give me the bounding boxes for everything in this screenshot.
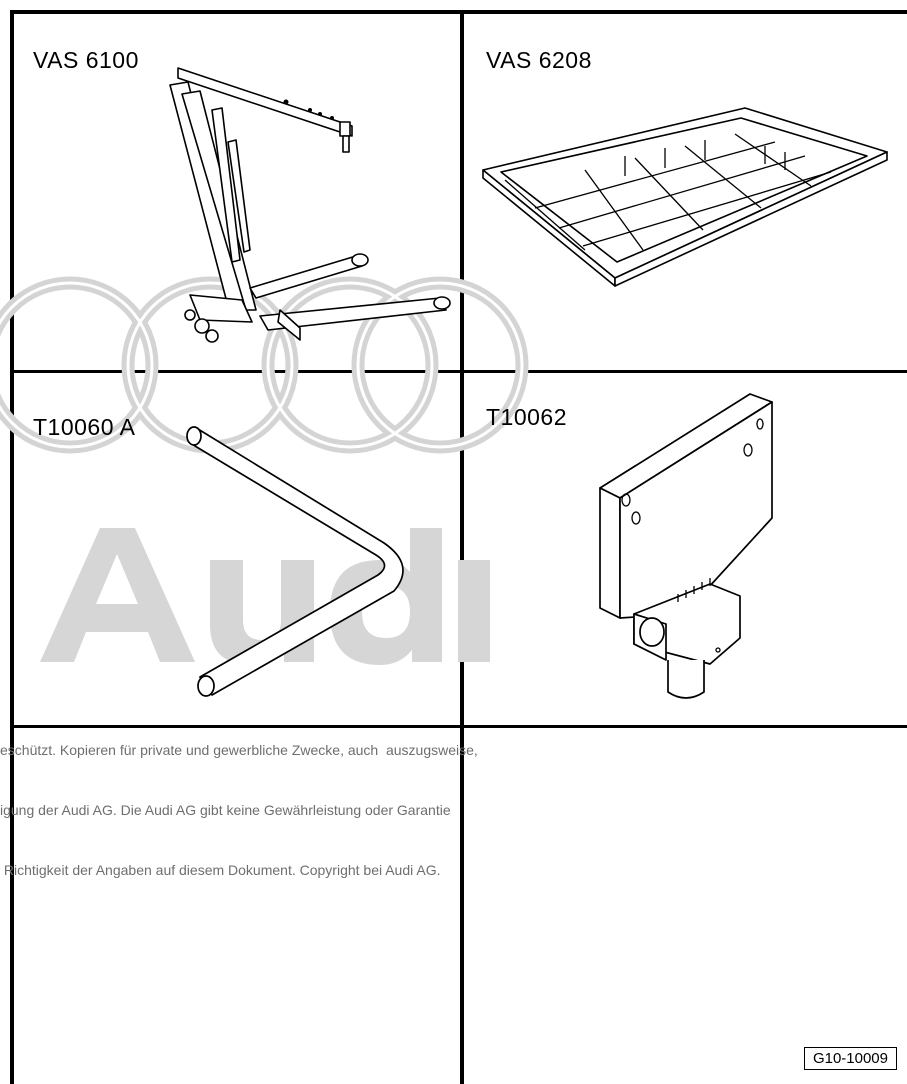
- figure-reference: G10-10009: [803, 1047, 897, 1070]
- tool-label-vas-6100: VAS 6100: [33, 47, 139, 73]
- copyright-line-1: eschützt. Kopieren für private und gewer…: [0, 742, 478, 758]
- copyright-notice: eschützt. Kopieren für private und gewer…: [0, 700, 478, 900]
- grid-horizontal-divider-2: [10, 725, 907, 728]
- tool-label-t10060a: T10060 A: [33, 414, 136, 440]
- grid-horizontal-divider-1: [10, 370, 907, 373]
- copyright-line-2: igung der Audi AG. Die Audi AG gibt kein…: [0, 802, 451, 818]
- copyright-line-3: Richtigkeit der Angaben auf diesem Dokum…: [0, 862, 441, 878]
- tool-label-vas-6208: VAS 6208: [486, 47, 592, 73]
- engine-crane-icon: [169, 67, 451, 343]
- tool-label-t10062: T10062: [486, 404, 568, 430]
- mounting-plate-icon: [599, 393, 773, 699]
- bent-bar-icon: [186, 426, 404, 697]
- parts-tray-icon: [482, 107, 888, 287]
- grid-vertical-divider: [460, 10, 464, 1084]
- tool-grid-frame: [10, 10, 907, 1084]
